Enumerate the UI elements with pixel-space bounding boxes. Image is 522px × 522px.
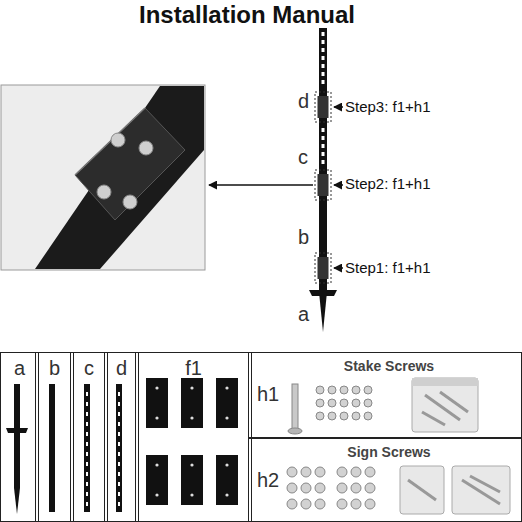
detail-inset [1,85,205,270]
part-letter: b [298,226,309,248]
part-letter: c [71,357,107,379]
step-label: Step3: f1+h1 [345,99,431,116]
part-letter: b [36,357,73,379]
hardware-cell: h1 Stake Screws [248,352,522,438]
post-assembly [209,28,343,332]
sign-screws [287,466,510,514]
part-letter: c [298,146,308,168]
part-cell: d [104,352,139,522]
group-heading: Stake Screws [289,359,489,374]
page-title: Installation Manual [0,2,494,28]
hardware-cell: h2 Sign Screws [248,438,522,522]
part-letter: h1 [257,383,279,405]
part-cell: b [35,352,74,522]
group-heading: Sign Screws [289,445,489,460]
stake-screws [288,378,478,434]
part-letter: a [298,303,309,325]
part-letter: f1 [136,357,251,379]
step-label: Step1: f1+h1 [345,260,431,277]
part-letter: d [298,90,309,112]
joint-plates [146,378,238,505]
part-cell: a [0,352,39,522]
step-label: Step2: f1+h1 [345,176,431,193]
part-letter: h2 [257,469,279,491]
part-letter: d [105,357,138,379]
part-cell: c [70,352,108,522]
part-letter: a [1,357,38,379]
part-cell: f1 [135,352,252,522]
